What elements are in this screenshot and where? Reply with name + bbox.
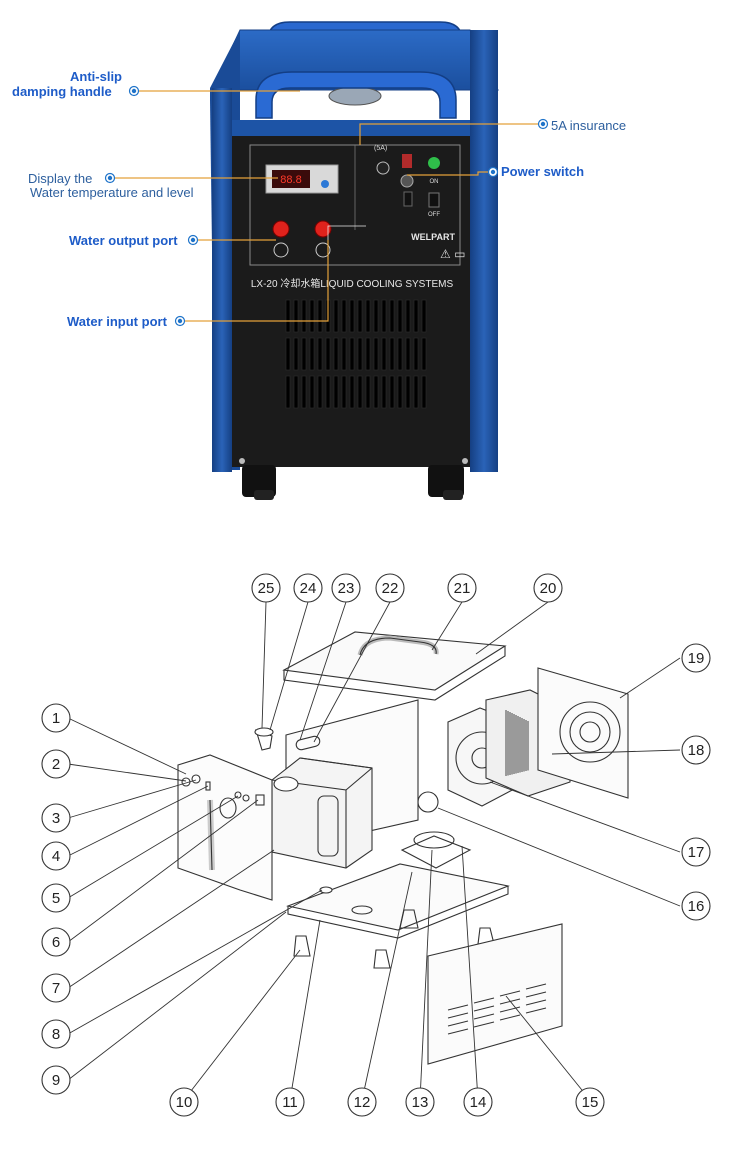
part-balloon-14: 14 — [463, 1087, 493, 1117]
svg-text:11: 11 — [282, 1094, 298, 1111]
svg-text:16: 16 — [688, 898, 705, 915]
svg-text:10: 10 — [176, 1094, 193, 1111]
svg-text:15: 15 — [582, 1094, 599, 1111]
display-callout-line2: Water temperature and level — [30, 185, 194, 200]
svg-text:7: 7 — [52, 980, 60, 997]
part-balloon-24: 24 — [293, 573, 323, 603]
vent-grille — [285, 299, 427, 409]
part-balloon-18: 18 — [681, 735, 711, 765]
front-panel-drawing — [177, 754, 273, 901]
part-balloon-3: 3 — [41, 803, 71, 833]
svg-text:24: 24 — [300, 580, 317, 597]
part-balloon-16: 16 — [681, 891, 711, 921]
filler-cap — [328, 86, 382, 106]
svg-text:19: 19 — [688, 650, 705, 667]
svg-text:25: 25 — [258, 580, 275, 597]
part-balloon-11: 11 — [275, 1087, 305, 1117]
warning-icon: ⚠ ▭ — [440, 247, 465, 261]
svg-text:12: 12 — [354, 1094, 371, 1111]
svg-text:8: 8 — [52, 1026, 60, 1043]
water-input-callout: Water input port — [67, 314, 167, 329]
handle-callout-line2: damping handle — [12, 84, 112, 99]
svg-text:23: 23 — [338, 580, 355, 597]
svg-text:88.8: 88.8 — [280, 174, 301, 186]
wheel-left — [242, 465, 276, 497]
handle-front[interactable] — [255, 71, 457, 119]
svg-text:5: 5 — [52, 890, 60, 907]
part-balloon-2: 2 — [41, 749, 71, 779]
part-balloon-22: 22 — [375, 573, 405, 603]
switch-off-label: OFF — [428, 212, 440, 218]
part-balloon-8: 8 — [41, 1019, 71, 1049]
part-balloon-15: 15 — [575, 1087, 605, 1117]
base-plate — [286, 863, 510, 931]
svg-text:20: 20 — [540, 580, 557, 597]
part-balloon-6: 6 — [41, 927, 71, 957]
part-balloon-19: 19 — [681, 643, 711, 673]
fuse-mark: (5A) — [374, 145, 387, 152]
svg-text:3: 3 — [52, 810, 60, 827]
svg-text:4: 4 — [52, 848, 60, 865]
power-switch-callout: Power switch — [501, 164, 585, 179]
water-output-port[interactable] — [272, 220, 290, 238]
part-balloon-21: 21 — [447, 573, 477, 603]
part-balloon-23: 23 — [331, 573, 361, 603]
model-title: LX-20 冷却水箱LIQUID COOLING SYSTEMS — [251, 277, 454, 290]
part-balloon-10: 10 — [169, 1087, 199, 1117]
water-input-port[interactable] — [314, 220, 332, 238]
svg-text:18: 18 — [688, 742, 705, 759]
svg-text:14: 14 — [470, 1094, 487, 1111]
wheel-right — [428, 465, 464, 497]
chiller-photo: 88.8 (5A) ON OFF WELPART ⚠ ▭ LX-20 冷却水箱L… — [104, 21, 549, 500]
fan-grill-plate — [537, 667, 629, 799]
fuse-holder[interactable] — [376, 161, 390, 175]
svg-text:22: 22 — [382, 580, 399, 597]
brand-label: WELPART — [411, 232, 455, 242]
svg-text:6: 6 — [52, 934, 60, 951]
fuse-callout: 5A insurance — [551, 118, 627, 133]
handle-callout-line1: Anti-slip — [70, 69, 122, 84]
svg-text:21: 21 — [454, 580, 471, 597]
part-balloon-12: 12 — [347, 1087, 377, 1117]
svg-text:9: 9 — [52, 1072, 60, 1089]
part-balloon-4: 4 — [41, 841, 71, 871]
part-balloon-1: 1 — [41, 703, 71, 733]
svg-text:13: 13 — [412, 1094, 429, 1111]
part-balloon-13: 13 — [405, 1087, 435, 1117]
callout-markers — [104, 85, 549, 327]
svg-text:2: 2 — [52, 756, 60, 773]
right-frame — [470, 30, 498, 472]
switch-on-label: ON — [430, 179, 439, 185]
part-balloon-9: 9 — [41, 1065, 71, 1095]
water-output-callout: Water output port — [69, 233, 178, 248]
power-switch-lamp[interactable] — [428, 157, 440, 169]
part-balloon-25: 25 — [251, 573, 281, 603]
display-callout-line1: Display the — [28, 171, 93, 186]
svg-text:1: 1 — [52, 710, 60, 727]
svg-text:17: 17 — [688, 844, 705, 861]
water-tank — [271, 757, 373, 869]
side-panel — [427, 923, 563, 1065]
part-balloon-7: 7 — [41, 973, 71, 1003]
part-balloon-5: 5 — [41, 883, 71, 913]
part-balloon-20: 20 — [533, 573, 563, 603]
part-balloon-17: 17 — [681, 837, 711, 867]
